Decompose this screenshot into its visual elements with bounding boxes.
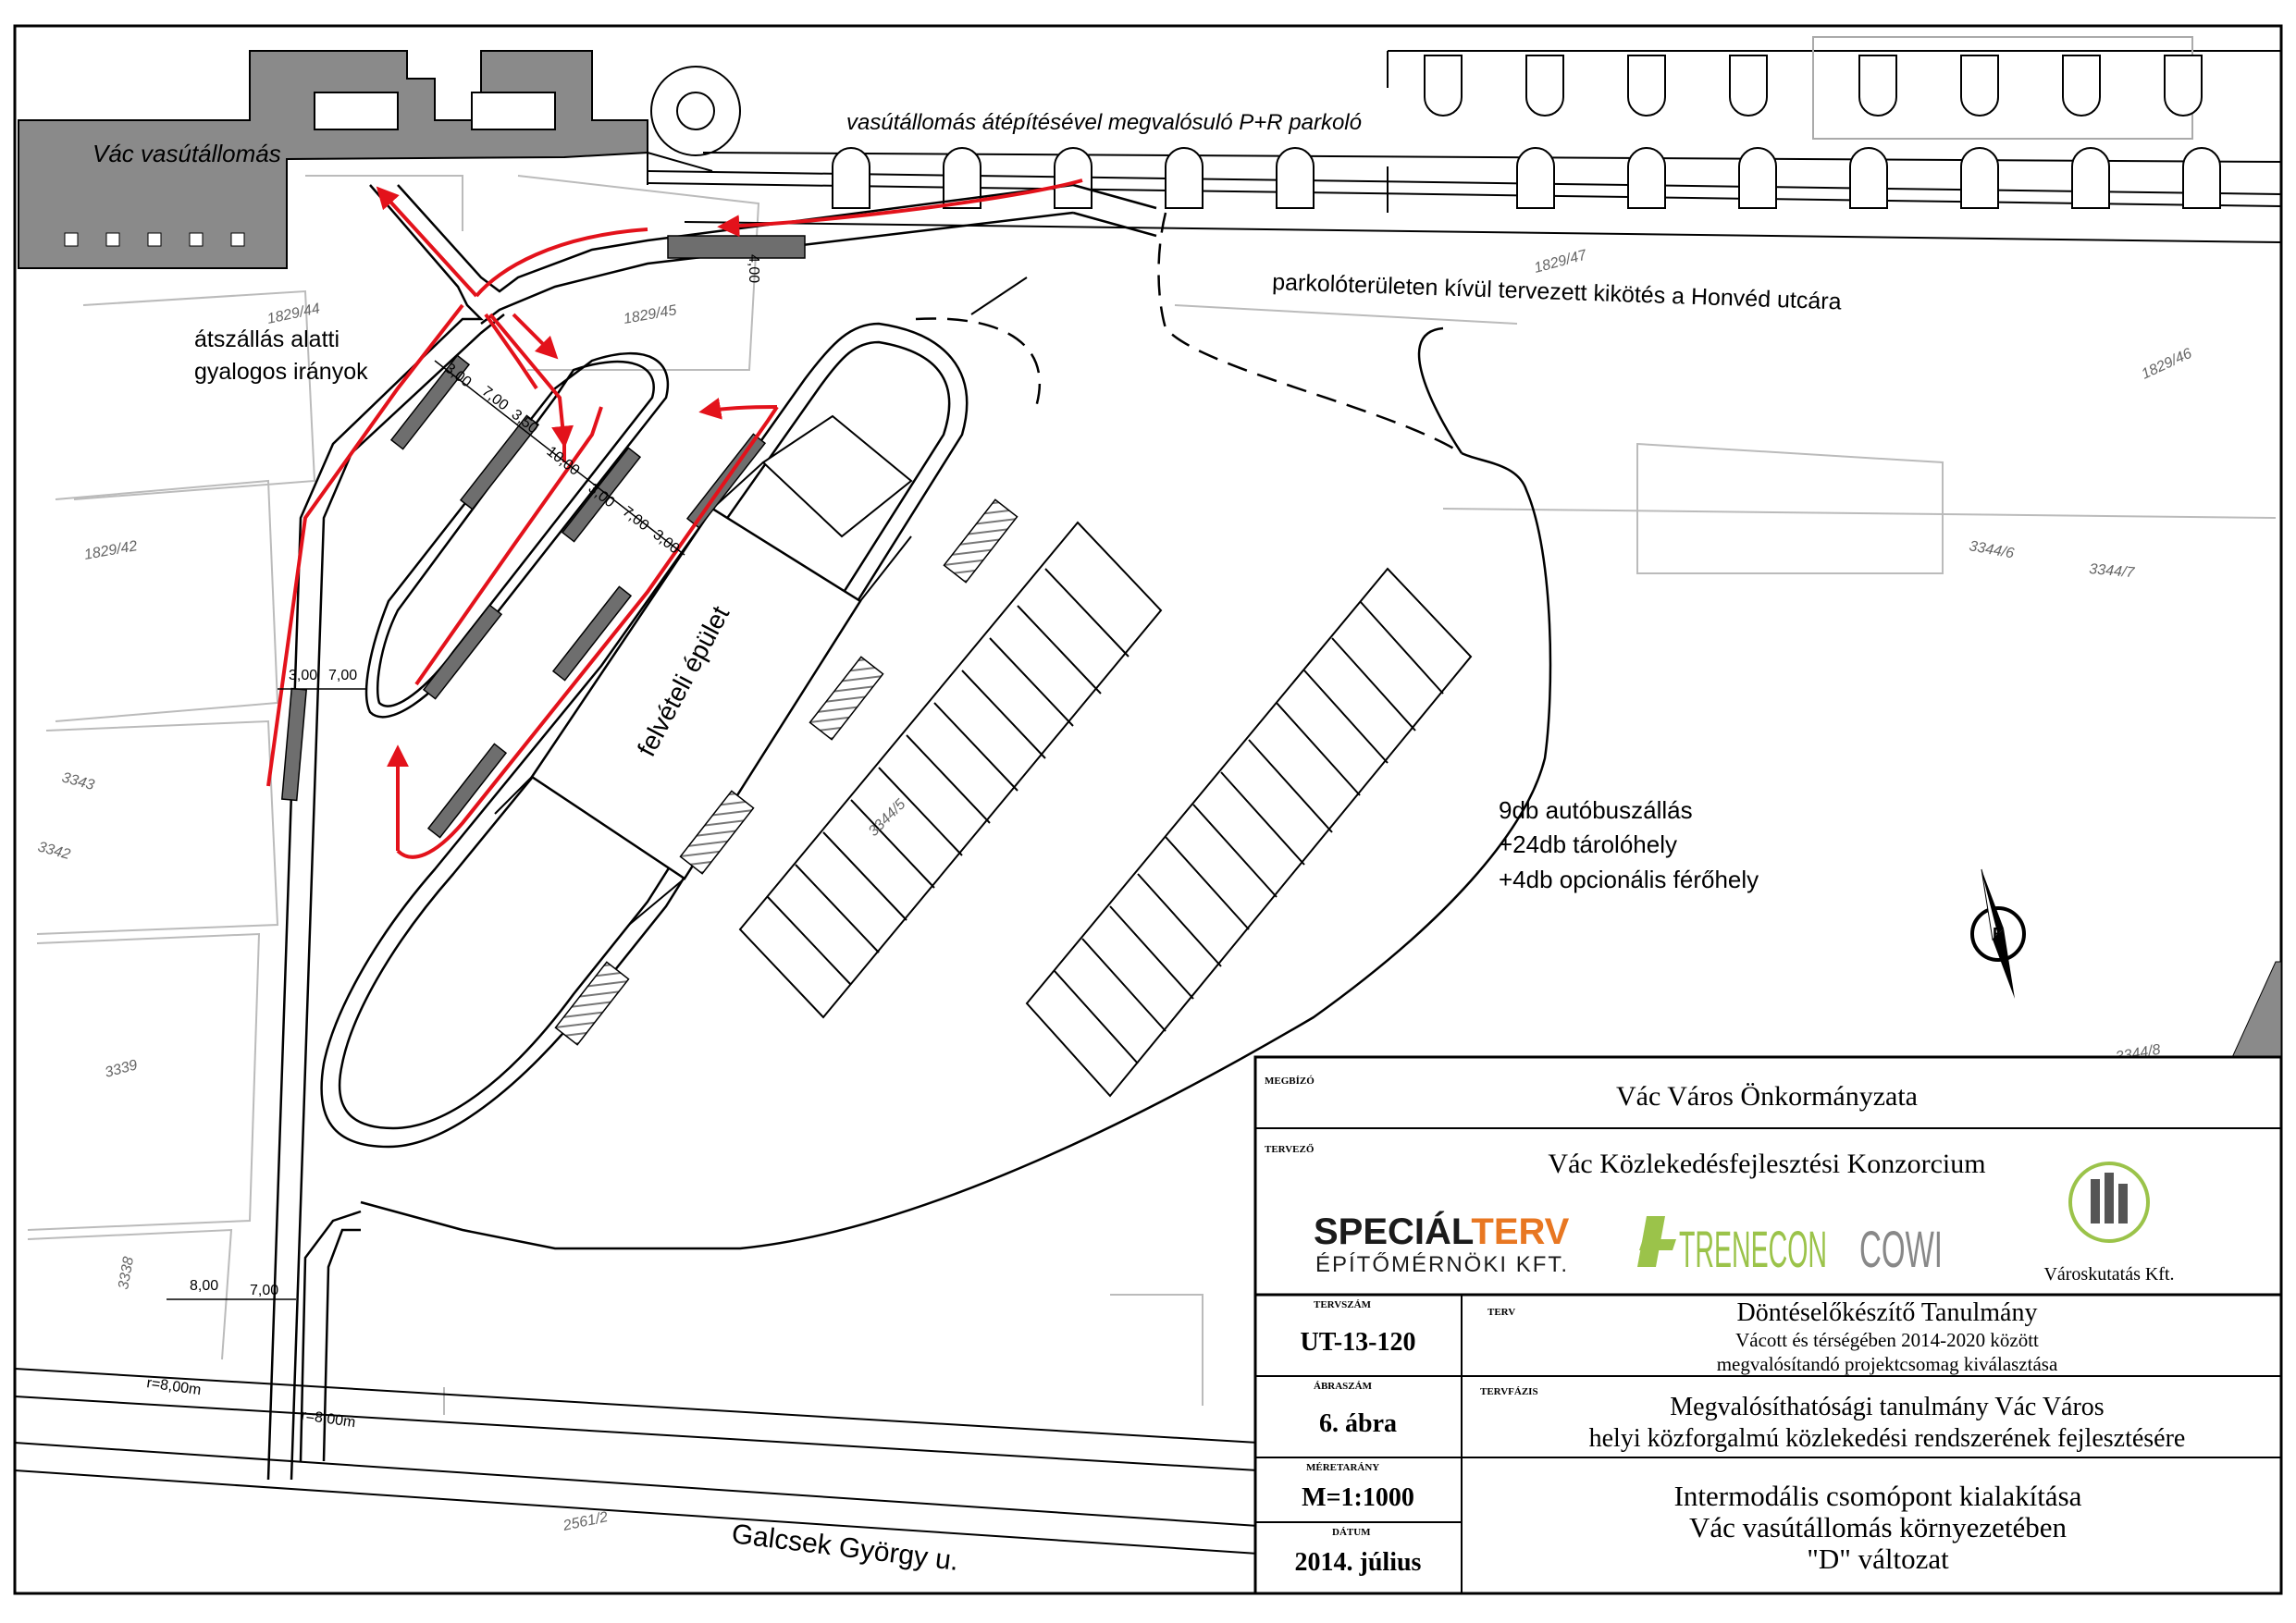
dashed-curve xyxy=(915,317,1042,408)
plan-line-2: Vácott és térségében 2014-2020 között xyxy=(1735,1329,2039,1351)
phase-caption: TERVFÁZIS xyxy=(1480,1386,1538,1397)
client-name: Vác Város Önkormányzata xyxy=(1616,1081,1918,1112)
svg-text:7,00: 7,00 xyxy=(250,1283,278,1298)
title-block: MEGBÍZÓ Vác Város Önkormányzata TERVEZŐ … xyxy=(1253,1055,2283,1595)
plan-no-caption: TERVSZÁM xyxy=(1314,1299,1372,1310)
svg-text:3,00: 3,00 xyxy=(289,668,317,683)
parking-area-outline xyxy=(360,451,1552,1250)
drawing-frame xyxy=(13,24,2283,1595)
svg-text:2561/2: 2561/2 xyxy=(561,1509,609,1534)
optional-spaces-hatched xyxy=(554,498,1018,1046)
svg-text:4,00: 4,00 xyxy=(746,254,761,283)
capacity-line-3: +4db opcionális férőhely xyxy=(1499,866,1759,893)
svg-text:3342: 3342 xyxy=(36,839,72,863)
svg-text:3343: 3343 xyxy=(60,769,96,793)
svg-text:TRENECON: TRENECON xyxy=(1679,1220,1827,1278)
designer-caption: TERVEZŐ xyxy=(1265,1144,1315,1155)
railway-tracks xyxy=(647,36,2282,243)
platform-bar xyxy=(667,235,806,259)
svg-text:3344/7: 3344/7 xyxy=(2089,561,2136,581)
north-arrow-icon: É xyxy=(1970,868,2026,999)
pedestrian-label-1: átszállás alatti xyxy=(194,326,339,352)
capacity-line-2: +24db tárolóhely xyxy=(1499,830,1677,858)
scale-value: M=1:1000 xyxy=(1302,1483,1414,1512)
figure-number: 6. ábra xyxy=(1319,1409,1397,1438)
station-label: Vác vasútállomás xyxy=(93,140,281,167)
svg-text:SPECIÁLTERV: SPECIÁLTERV xyxy=(1314,1211,1570,1252)
plan-line-1: Döntéselőkészítő Tanulmány xyxy=(1737,1298,2038,1327)
pr-parking-stalls xyxy=(832,55,2221,209)
svg-text:1829/44: 1829/44 xyxy=(265,301,321,327)
reception-building xyxy=(494,414,913,926)
svg-text:3338: 3338 xyxy=(116,1256,137,1291)
planned-connection-dashed xyxy=(1157,212,1463,455)
dimension-lines xyxy=(167,360,685,1300)
title-line-3: "D" változat xyxy=(1807,1543,1949,1575)
svg-text:1829/46: 1829/46 xyxy=(2140,346,2195,383)
svg-text:1829/47: 1829/47 xyxy=(1533,247,1589,277)
client-caption: MEGBÍZÓ xyxy=(1265,1076,1315,1087)
specialterv-logo: SPECIÁLTERV ÉPÍTŐMÉRNÖKI KFT. xyxy=(1314,1211,1570,1277)
svg-text:Városkutatás Kft.: Városkutatás Kft. xyxy=(2043,1264,2174,1285)
svg-text:3339: 3339 xyxy=(104,1057,140,1081)
connection-label: parkolóterületen kívül tervezett kikötés… xyxy=(1272,269,1842,314)
varoskutatas-logo: Városkutatás Kft. xyxy=(2043,1162,2175,1285)
access-roads xyxy=(266,183,1157,1481)
svg-text:7,00: 7,00 xyxy=(328,668,357,683)
svg-text:1829/42: 1829/42 xyxy=(83,538,139,563)
title-line-2: Vác vasútállomás környezetében xyxy=(1689,1511,2067,1543)
title-line-1: Intermodális csomópont kialakítása xyxy=(1674,1480,2082,1512)
svg-text:É: É xyxy=(1993,924,2004,943)
plan-number: UT-13-120 xyxy=(1301,1328,1416,1357)
date-value: 2014. július xyxy=(1295,1548,1422,1577)
svg-text:r=8,00m: r=8,00m xyxy=(300,1408,356,1431)
svg-text:8,00: 8,00 xyxy=(190,1278,218,1294)
galcsek-street xyxy=(14,1368,1259,1555)
route-arrows xyxy=(266,178,1083,859)
svg-text:3344/6: 3344/6 xyxy=(1968,538,2015,561)
phase-line-1: Megvalósíthatósági tanulmány Vác Város xyxy=(1670,1393,2104,1421)
designer-name: Vác Közlekedésfejlesztési Konzorcium xyxy=(1548,1149,1985,1179)
phase-line-2: helyi közforgalmú közlekedési rendszerén… xyxy=(1589,1424,2186,1453)
plan-caption: TERV xyxy=(1487,1307,1515,1318)
svg-text:1829/45: 1829/45 xyxy=(623,302,678,327)
date-caption: DÁTUM xyxy=(1332,1527,1371,1538)
plan-line-3: megvalósítandó projektcsomag kiválasztás… xyxy=(1717,1353,2058,1375)
roundabout xyxy=(647,66,741,172)
trenecon-cowi-logo: TRENECON COWI xyxy=(1637,1216,1943,1278)
storage-stalls xyxy=(738,521,1473,1098)
station-platform xyxy=(18,50,648,269)
pedestrian-label-2: gyalogos irányok xyxy=(194,359,368,385)
capacity-line-1: 9db autóbuszállás xyxy=(1499,796,1693,824)
scale-caption: MÉRETARÁNY xyxy=(1306,1462,1379,1473)
bus-terminal-loop xyxy=(320,322,969,1149)
bus-bays xyxy=(280,354,767,839)
svg-text:COWI: COWI xyxy=(1859,1220,1943,1278)
fig-caption: ÁBRASZÁM xyxy=(1314,1381,1373,1392)
svg-text:3344/5: 3344/5 xyxy=(866,796,909,840)
street-label: Galcsek György u. xyxy=(730,1518,960,1577)
pr-parking-label: vasútállomás átépítésével megvalósuló P+… xyxy=(846,110,1362,135)
svg-text:ÉPÍTŐMÉRNÖKI KFT.: ÉPÍTŐMÉRNÖKI KFT. xyxy=(1315,1252,1569,1277)
